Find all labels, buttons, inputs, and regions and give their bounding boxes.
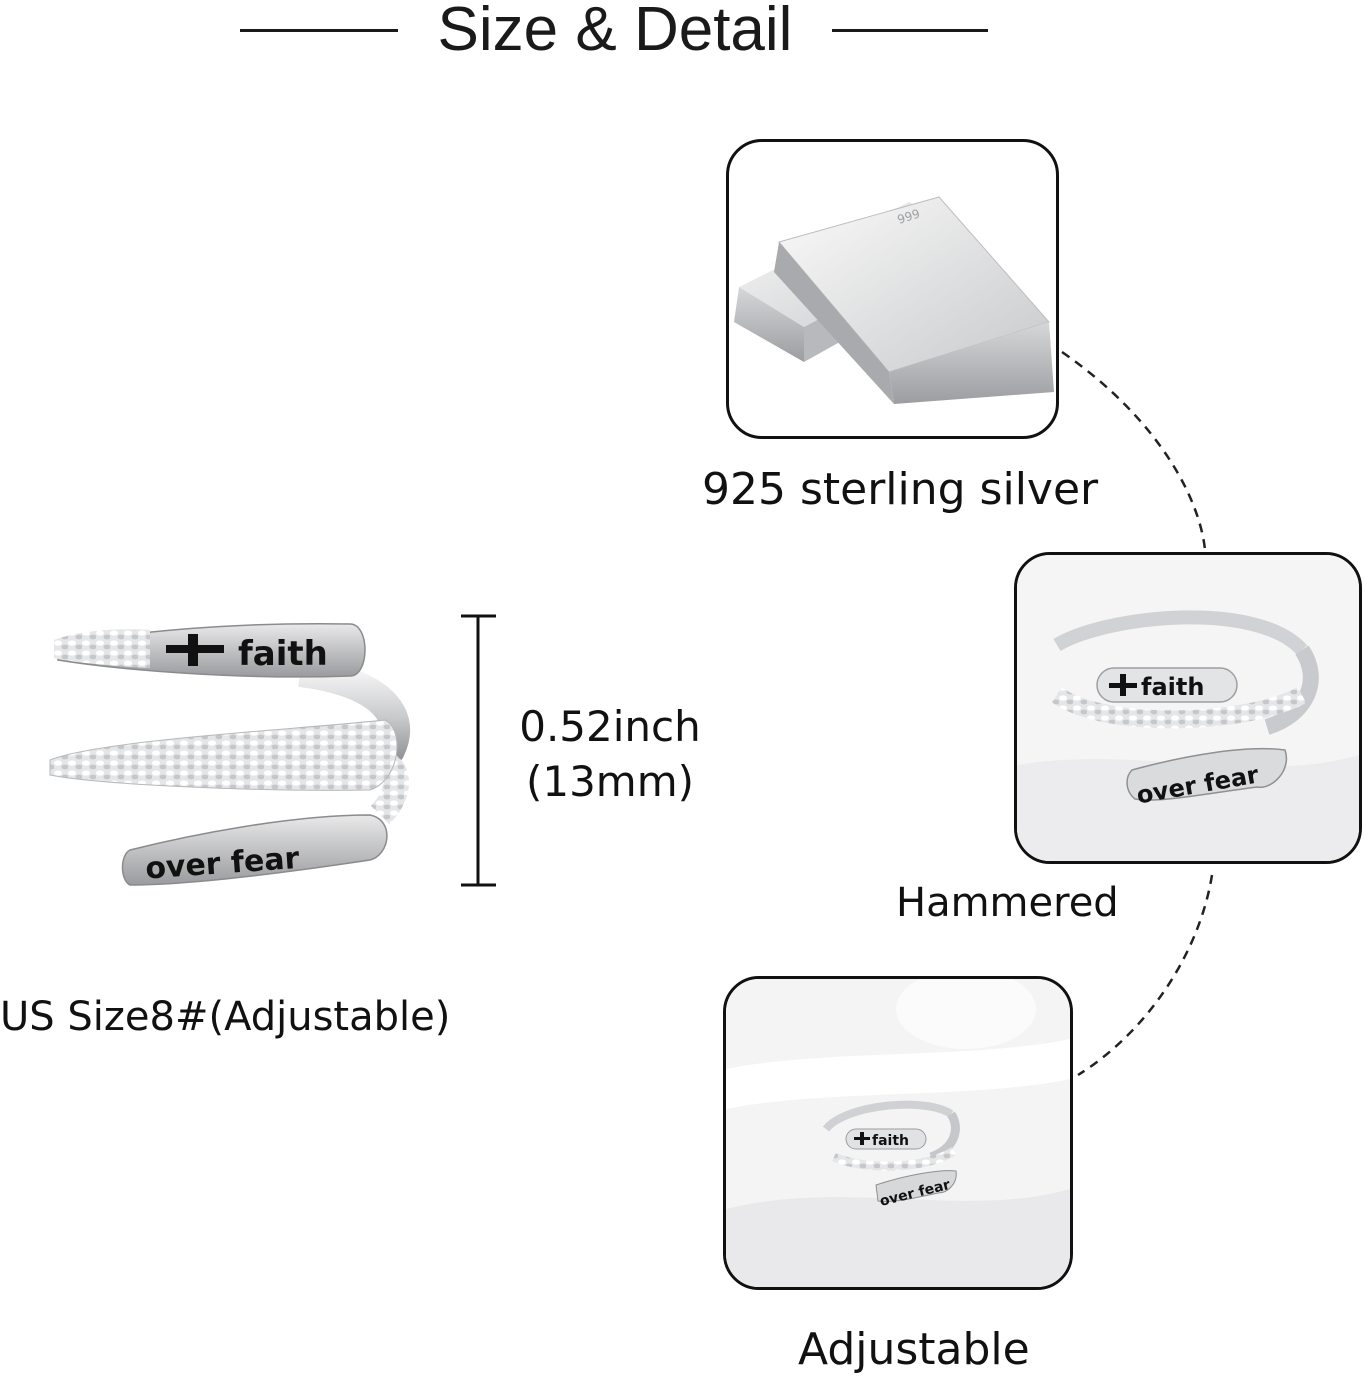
main-ring-engraving-top: faith — [238, 634, 328, 674]
feature-label-adjustable: Adjustable — [798, 1324, 1030, 1375]
height-inch-label: 0.52inch — [519, 702, 701, 751]
silver-bars-icon: 999 — [734, 196, 1054, 404]
page-title: Size & Detail — [437, 0, 793, 64]
hammered-ring-engraving-top: faith — [1141, 673, 1204, 701]
size-label: US Size8#(Adjustable) — [0, 994, 451, 1040]
header-rule-left — [240, 29, 398, 32]
feature-label-hammered: Hammered — [896, 880, 1119, 926]
svg-text:999: 999 — [896, 206, 922, 226]
adjustable-ring-engraving-top: faith — [872, 1133, 909, 1149]
feature-label-sterling-silver: 925 sterling silver — [702, 464, 1099, 515]
height-dimension-line — [461, 614, 496, 887]
feature-card-adjustable: faith over fear — [723, 976, 1073, 1290]
feature-card-hammered: faith over fear — [1014, 552, 1362, 864]
adjustable-ring-icon: faith over fear — [726, 979, 1070, 1287]
hammered-ring-icon: faith over fear — [1017, 555, 1359, 861]
feature-card-sterling-silver: 999 — [726, 139, 1059, 439]
feature-connector-arc — [1061, 350, 1214, 1077]
height-mm-label: (13mm) — [525, 757, 695, 806]
header-rule-right — [832, 29, 988, 32]
main-ring-image: faith over fear — [49, 623, 411, 887]
